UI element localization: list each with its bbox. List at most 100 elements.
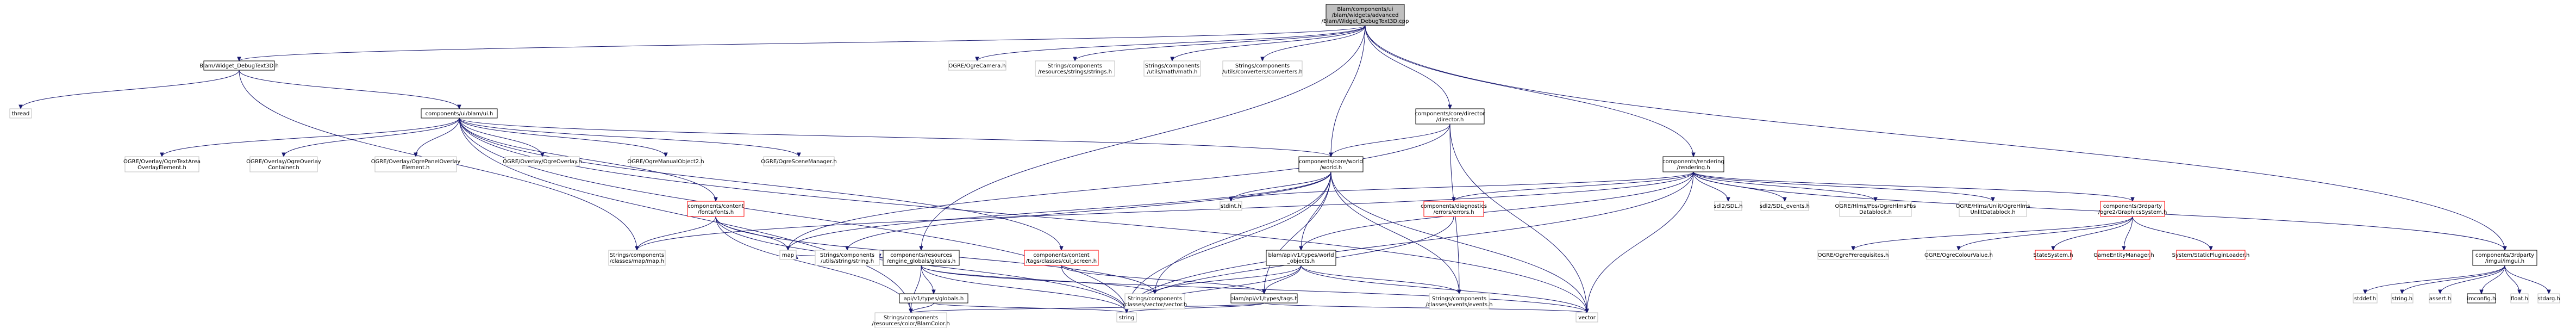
edge-world-stdint xyxy=(1229,171,1331,202)
node-map[interactable]: map xyxy=(779,250,797,260)
node-diagnostics[interactable]: components/diagnostics/errors/errors.h xyxy=(1421,201,1487,217)
node-label: /rendering.h xyxy=(1677,165,1710,171)
node-assert[interactable]: assert.h xyxy=(2429,293,2452,304)
node-stdint[interactable]: stdint.h xyxy=(1220,201,1242,211)
node-label: System/StaticPluginLoader.h xyxy=(2172,252,2250,258)
edge-arrowhead xyxy=(1059,246,1064,251)
node-statesys[interactable]: StateSystem.h xyxy=(2033,250,2073,260)
edge-line xyxy=(459,117,1587,313)
node-tagsh[interactable]: blam/api/v1/types/tags.h xyxy=(1230,293,1298,304)
node-thread[interactable]: thread xyxy=(9,108,32,119)
edge-root-rendering xyxy=(1365,25,1696,158)
node-colorh[interactable]: Strings/components/resources/color/BlamC… xyxy=(872,312,950,328)
node-label: components/resources xyxy=(890,252,952,258)
node-converters[interactable]: Strings/components/utils/converters/conv… xyxy=(1222,60,1303,77)
node-scenemgr[interactable]: OGRE/OgreSceneManager.h xyxy=(761,156,837,166)
edge-line xyxy=(1853,216,2133,251)
edge-arrowhead xyxy=(1448,104,1452,110)
node-cuiscreen[interactable]: components/content/tags/classes/cui_scre… xyxy=(1024,250,1099,266)
node-float[interactable]: float.h xyxy=(2510,293,2529,304)
node-vectorh[interactable]: Strings/components/classes/vector/vector… xyxy=(1123,293,1187,310)
node-world[interactable]: components/core/world/world.h xyxy=(1298,156,1364,172)
edge-line xyxy=(1693,171,2505,251)
node-label: /utils/math/math.h xyxy=(1147,69,1198,75)
edge-arrowhead xyxy=(1783,197,1787,202)
node-box xyxy=(815,250,880,266)
node-label: Strings/components xyxy=(1145,63,1199,69)
node-eventsh[interactable]: Strings/components/classes/events/events… xyxy=(1425,293,1493,310)
edge-line xyxy=(459,117,1127,313)
edge-arrowhead xyxy=(2122,246,2126,251)
node-textarea[interactable]: OGRE/Overlay/OgreTextAreaOverlayElement.… xyxy=(123,156,201,172)
edge-line xyxy=(933,302,1127,313)
node-root[interactable]: Blam/components/ui/blam/widgets/advanced… xyxy=(1321,4,1409,26)
edge-line xyxy=(1330,171,1460,294)
edge-line xyxy=(1693,171,1993,202)
edge-arrowhead xyxy=(1299,246,1303,251)
node-string[interactable]: string xyxy=(1116,312,1137,323)
node-mathh[interactable]: Strings/components/utils/math/math.h xyxy=(1143,60,1201,77)
node-wdt3dh[interactable]: Blam/Widget_DebugText3D.h xyxy=(199,60,279,71)
node-label: thread xyxy=(12,111,30,117)
node-graphicssys[interactable]: components/3rdparty/ogre2/GraphicsSystem… xyxy=(2098,201,2167,217)
node-ogreoverlay[interactable]: OGRE/Overlay/OgreOverlay.h xyxy=(503,156,582,166)
node-label: OGRE/OgreManualObject2.h xyxy=(627,159,704,165)
node-sdlevents[interactable]: sdl2/SDL_events.h xyxy=(1760,201,1810,211)
edge-line xyxy=(1262,25,1366,61)
node-colourval[interactable]: OGRE/OgreColourValue.h xyxy=(1924,250,1993,260)
edge-uiblamui-string xyxy=(459,117,1129,314)
edge-arrowhead xyxy=(1073,57,1077,62)
node-label: components/3rdparty xyxy=(2475,252,2534,258)
node-label: Blam/components/ui xyxy=(1337,7,1393,13)
edge-line xyxy=(1693,171,1729,202)
node-sdl[interactable]: sdl2/SDL.h xyxy=(1714,201,1743,211)
node-imgui[interactable]: components/3rdparty/imgui/imgui.h xyxy=(2472,250,2537,266)
node-gameent[interactable]: GameEntityManager.h xyxy=(2093,250,2154,260)
edge-uiblamui-scenemgr xyxy=(459,117,801,158)
edge-arrowhead xyxy=(237,57,241,62)
edge-arrowhead xyxy=(975,57,979,62)
edge-arrowhead xyxy=(1851,246,1855,251)
edge-uiblamui-fonts xyxy=(459,117,718,202)
edge-arrowhead xyxy=(1585,308,1589,314)
edge-line xyxy=(787,123,1450,251)
node-label: components/3rdparty xyxy=(2103,203,2162,209)
node-rendering[interactable]: components/rendering/rendering.h xyxy=(1662,156,1724,172)
edge-line xyxy=(2132,216,2211,251)
nodes-layer: Blam/components/ui/blam/widgets/advanced… xyxy=(9,4,2560,328)
edge-globals-colorh xyxy=(909,265,922,314)
edge-graphicssys-colourval xyxy=(1956,216,2133,251)
node-stdarg[interactable]: stdarg.h xyxy=(2537,293,2560,304)
node-fonts[interactable]: components/content/fonts/fonts.h xyxy=(687,201,745,217)
edge-arrowhead xyxy=(1457,289,1461,295)
node-label: components/diagnostics xyxy=(1421,203,1487,209)
node-stringh[interactable]: Strings/components/utils/string/string.h xyxy=(815,250,880,266)
node-staticplugin[interactable]: System/StaticPluginLoader.h xyxy=(2172,250,2250,260)
node-apiglobals[interactable]: api/v1/types/globals.h xyxy=(899,293,968,304)
node-imconfig[interactable]: imconfig.h xyxy=(2467,293,2496,304)
node-box xyxy=(1415,108,1485,125)
node-prereq[interactable]: OGRE/OgrePrerequisites.h xyxy=(1817,250,1889,260)
node-box xyxy=(374,156,457,172)
node-director[interactable]: components/core/director/director.h xyxy=(1415,108,1486,125)
node-box xyxy=(9,108,32,119)
edge-arrowhead xyxy=(664,152,668,158)
node-manualobj[interactable]: OGRE/OgreManualObject2.h xyxy=(627,156,704,166)
node-stddef[interactable]: stddef.h xyxy=(2353,293,2378,304)
edge-line xyxy=(921,265,934,294)
node-mapstr[interactable]: Strings/components/classes/map/map.h xyxy=(608,250,666,266)
node-strings[interactable]: Strings/components/resources/strings/str… xyxy=(1035,60,1115,77)
node-box xyxy=(2510,293,2529,304)
node-globals[interactable]: components/resources/engine_globals/glob… xyxy=(883,250,960,266)
edge-rendering-hlmsunlit xyxy=(1693,171,1995,202)
node-uiblamui[interactable]: components/ui/blam/ui.h xyxy=(421,108,498,119)
node-stringc[interactable]: string.h xyxy=(2391,293,2414,304)
node-ogrecamera[interactable]: OGRE/OgreCamera.h xyxy=(948,60,1006,71)
node-objects[interactable]: blam/api/v1/types/world_objects.h xyxy=(1266,250,1336,266)
node-vector[interactable]: vector xyxy=(1575,312,1598,323)
node-label: stdint.h xyxy=(1221,203,1241,209)
